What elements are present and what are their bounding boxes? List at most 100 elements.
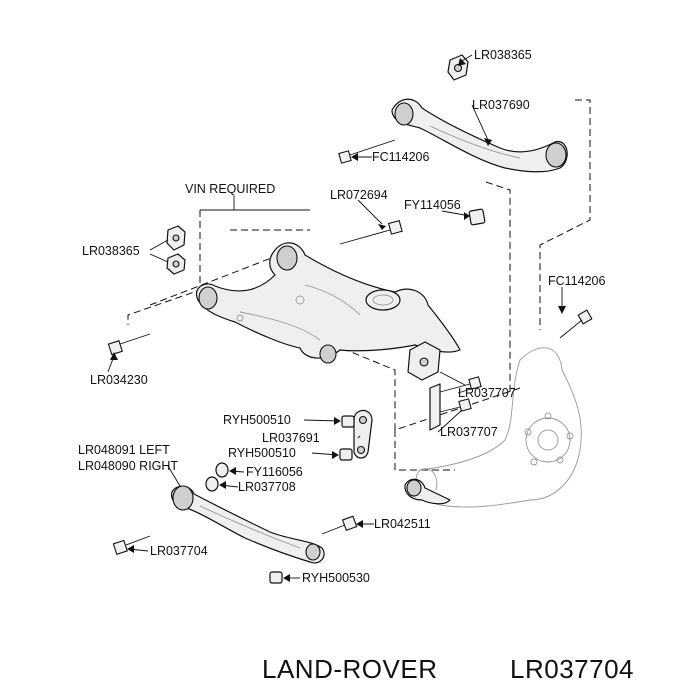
lower-arm-frame-left (127, 210, 201, 325)
bolt-shank (321, 524, 346, 535)
nut-body (269, 571, 283, 584)
callout-ryh500530: RYH500530 (302, 571, 370, 585)
toe-link (353, 409, 373, 459)
upper-arm-frame (539, 99, 591, 330)
nut-ryh500510-b (339, 448, 353, 461)
upper-arm-rib (429, 125, 521, 159)
upper-arm-outer-bush (545, 142, 567, 168)
footer-part-number: LR037704 (510, 654, 634, 684)
bolt-shank (559, 319, 583, 339)
cam-bracket-left (166, 225, 186, 275)
bolt-lr037707-a (439, 376, 482, 393)
washer-body (215, 462, 229, 478)
nut-body (468, 208, 486, 226)
lower-link-rib (199, 505, 301, 549)
spring-seat-inner (372, 294, 394, 306)
bolt-shank (119, 333, 151, 345)
hub-flange (525, 417, 571, 463)
bolt-shank (339, 229, 391, 245)
bolt-head (458, 398, 472, 412)
bolt-head (338, 150, 352, 164)
toe-link-body (353, 409, 373, 459)
callout-lr048090-right: LR048090 RIGHT (78, 459, 178, 473)
bolt-head (468, 376, 482, 390)
lower-link-inner-bush (172, 485, 194, 511)
callout-lr037707-a: LR037707 (458, 386, 516, 400)
lower-arm-hole-2 (236, 314, 244, 322)
knuckle-lower-link (404, 478, 451, 505)
lower-arm-rib-1 (304, 284, 361, 316)
callout-fc114206-right: FC114206 (548, 274, 605, 288)
washer-fy116056 (215, 462, 229, 478)
bolt-shank (439, 383, 471, 393)
cam-bracket-top-hole (453, 63, 463, 73)
bolt-head (112, 539, 128, 555)
knuckle-hub-outline (415, 347, 582, 508)
lower-arm-outer-bush (319, 344, 337, 364)
knuckle-body (415, 347, 582, 508)
bolt-lr042511 (321, 515, 358, 535)
upper-arm-body (391, 98, 568, 173)
spring-seat (365, 289, 401, 311)
wheel-stud-2 (566, 432, 574, 440)
footer-brand: LAND-ROVER (262, 654, 437, 684)
bolt-lr072694 (339, 219, 403, 245)
wheel-stud-3 (556, 456, 564, 464)
callout-lr037707-b: LR037707 (440, 425, 498, 439)
callout-lr037708: LR037708 (238, 480, 296, 494)
callout-fy114056: FY114056 (404, 198, 461, 212)
leader-lines (107, 54, 566, 582)
nut-body (339, 448, 353, 461)
bolt-head (341, 515, 358, 532)
bolt-head (107, 340, 123, 356)
lower-control-arm (195, 242, 461, 364)
lower-arm-frame-right (485, 181, 511, 395)
bolt-fc114206-top (338, 139, 396, 164)
footer-caption: LAND-ROVER LR037704 (262, 654, 634, 684)
lower-arm-body (195, 242, 461, 359)
callout-fc114206-top: FC114206 (372, 150, 429, 164)
callout-fy116056: FY116056 (246, 465, 303, 479)
upper-arm-inner-bush (394, 102, 414, 126)
lower-arm-hole-1 (295, 295, 305, 305)
nut-ryh500530 (269, 571, 283, 584)
callout-lr042511: LR042511 (374, 517, 431, 531)
nut-body (341, 415, 355, 428)
toe-link-frame (394, 430, 455, 471)
washer-body (205, 476, 219, 492)
toe-link-top-hole (358, 415, 368, 425)
callout-lr038365-left: LR038365 (82, 244, 140, 258)
bolt-lr037704 (112, 535, 151, 555)
cam-bracket-left-hole-2 (172, 260, 180, 268)
nut-fy114056 (468, 208, 486, 226)
sensor-link (439, 371, 466, 386)
knuckle-lower-mount (419, 468, 438, 491)
lower-arm-rib-2 (239, 311, 321, 341)
lower-link-body (171, 485, 325, 564)
cam-bracket-left-hole-1 (172, 234, 180, 242)
callout-lr048091-left: LR048091 LEFT (78, 443, 170, 457)
sensor-bracket-hole (419, 357, 429, 367)
lower-arm-rear-bush (198, 286, 218, 310)
end-link (429, 383, 441, 431)
callout-lr034230: LR034230 (90, 373, 148, 387)
callout-vin-required: VIN REQUIRED (185, 182, 275, 196)
wheel-stud-5 (524, 428, 532, 436)
lower-link-outer-bush (305, 543, 321, 561)
callout-lr037691: LR037691 (262, 431, 320, 445)
toe-link-bottom-hole (356, 445, 366, 455)
bolt-head (387, 219, 403, 235)
callout-lr072694: LR072694 (330, 188, 388, 202)
callout-ryh500510-b: RYH500510 (228, 446, 296, 460)
part-callouts: LR038365 LR037690 FC114206 VIN REQUIRED … (78, 48, 605, 585)
bolt-fc114206-right (559, 309, 593, 339)
lower-arm-front-bush (276, 245, 298, 271)
callout-lr037690: LR037690 (472, 98, 530, 112)
nut-ryh500510-a (341, 415, 355, 428)
bolt-shank (125, 535, 151, 546)
lower-arm-frame-top (149, 249, 293, 306)
wheel-stud-4 (530, 458, 538, 466)
wheel-stud-1 (544, 412, 552, 420)
